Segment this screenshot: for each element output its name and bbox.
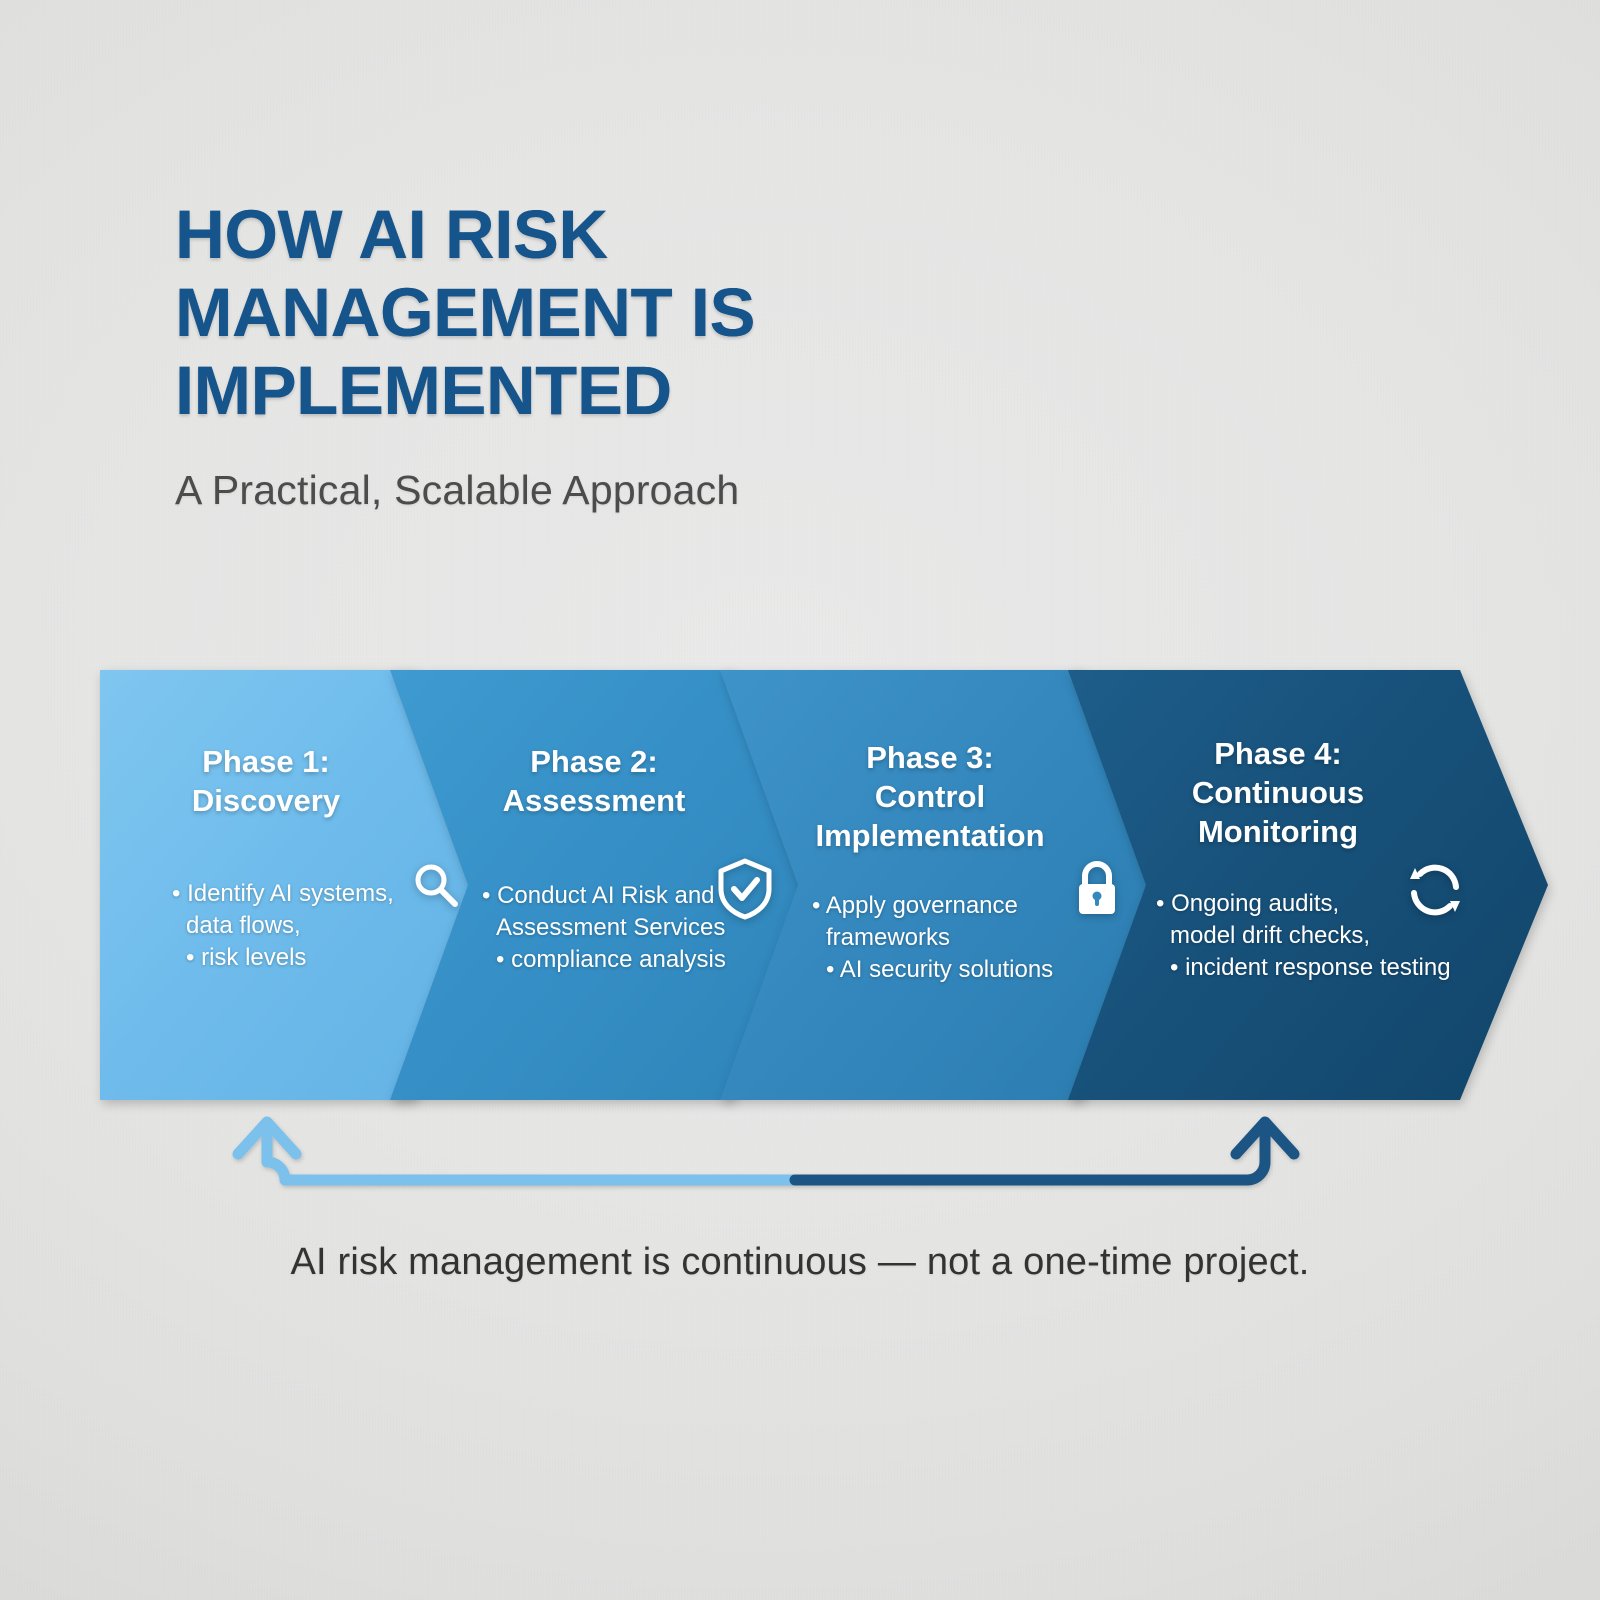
loop-left-stroke: [261, 1122, 801, 1186]
phase-4-shape: [1068, 670, 1548, 1100]
phase-3-bullets: • Apply governance frameworks • AI secur…: [812, 890, 1112, 986]
lock-icon: [1072, 860, 1122, 918]
phase-chevron-2[interactable]: Phase 2: Assessment • Conduct AI Risk an…: [390, 670, 810, 1100]
phase-2-title: Phase 2: Assessment: [502, 744, 686, 818]
phase-3-content: Phase 3: Control Implementation • Apply …: [720, 670, 1160, 1100]
phase-chevron-3[interactable]: Phase 3: Control Implementation • Apply …: [720, 670, 1160, 1100]
loop-right-stroke: [789, 1122, 1271, 1186]
phase-3-title: Phase 3: Control Implementation: [815, 740, 1045, 853]
refresh-cycle-icon: [1404, 862, 1466, 918]
phase-1-bullets: • Identify AI systems, data flows, • ris…: [172, 878, 422, 974]
phase-1-bullet-text: • Identify AI systems, data flows, • ris…: [172, 880, 394, 971]
phase-2-bullet-text: • Conduct AI Risk and Assessment Service…: [482, 882, 726, 973]
page-subtitle: A Practical, Scalable Approach: [175, 467, 740, 513]
phase-1-content: Phase 1: Discovery • Identify AI systems…: [100, 670, 492, 1100]
continuous-feedback-loop: [180, 1088, 1380, 1218]
phase-1-title: Phase 1: Discovery: [191, 744, 341, 818]
phase-3-bullet-text: • Apply governance frameworks • AI secur…: [812, 892, 1054, 983]
phase-2-content: Phase 2: Assessment • Conduct AI Risk an…: [390, 670, 810, 1100]
phase-4-bullet-text: • Ongoing audits, model drift checks, • …: [1156, 890, 1451, 981]
phase-2-bullets: • Conduct AI Risk and Assessment Service…: [482, 880, 772, 976]
loop-left-arrowhead: [232, 1116, 302, 1160]
phase-4-content: Phase 4: Continuous Monitoring • Ongoing…: [1068, 670, 1548, 1100]
shield-check-icon: [716, 858, 774, 920]
phase-chevron-4[interactable]: Phase 4: Continuous Monitoring • Ongoing…: [1068, 670, 1548, 1100]
phase-4-title: Phase 4: Continuous Monitoring: [1191, 736, 1365, 849]
footer-caption: AI risk management is continuous — not a…: [290, 1241, 1310, 1283]
search-icon: [410, 860, 462, 912]
loop-right-arrowhead: [1230, 1116, 1300, 1160]
phase-chevron-band: Phase 1: Discovery • Identify AI systems…: [100, 670, 1548, 1100]
phase-4-bullets: • Ongoing audits, model drift checks, • …: [1156, 888, 1466, 984]
page-title: HOW AI RISK MANAGEMENT IS IMPLEMENTED: [175, 196, 955, 430]
header: HOW AI RISK MANAGEMENT IS IMPLEMENTED A …: [175, 196, 955, 514]
